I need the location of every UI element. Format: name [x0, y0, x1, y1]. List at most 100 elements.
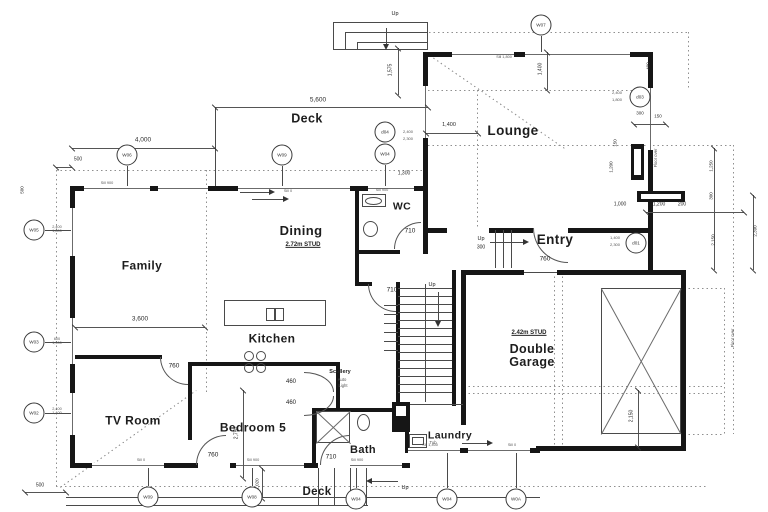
sill-laundry-window: Sill 1,400	[422, 443, 438, 448]
hob-burner	[256, 363, 266, 373]
arrow-head	[523, 239, 529, 245]
window-glass-line	[158, 188, 208, 189]
dimension-line	[398, 48, 399, 95]
window-tag-w08: W08	[241, 486, 263, 508]
dim-1200: 1,200	[652, 201, 666, 208]
window-glass-line	[72, 393, 73, 435]
dim-2400-d03: 2,400	[611, 89, 623, 95]
line	[356, 468, 357, 488]
line	[127, 166, 128, 186]
dim-400: 400	[645, 62, 651, 70]
plumbing-fixture	[365, 197, 382, 205]
wall-segment	[461, 270, 466, 425]
dim-pair-w03: 600 1,900	[52, 337, 62, 345]
window-glass-line	[92, 465, 164, 466]
dim-1300: 1,300	[397, 170, 411, 177]
overhang-dashed-line	[477, 90, 478, 228]
floor-over-note-1: Floor over	[652, 148, 658, 168]
door-swing-arc	[160, 357, 188, 385]
up-label-top-steps: Up	[391, 11, 399, 18]
dimension-line	[262, 468, 263, 498]
direction-arrow	[438, 292, 439, 322]
door-tag-d01: d01	[625, 232, 647, 254]
dim-150-b: 150	[612, 139, 618, 147]
line	[541, 36, 542, 52]
line	[384, 323, 398, 324]
window-tag-w05: W05	[23, 219, 45, 241]
line	[516, 453, 517, 488]
dimension-line	[75, 327, 205, 328]
window-tag-w0a: W0A	[505, 488, 527, 510]
dim-2150-right: 2,150	[710, 234, 716, 246]
window-glass-line	[72, 318, 73, 364]
line	[45, 230, 71, 231]
wall-segment	[355, 250, 359, 286]
dim-1400-lounge-v: 1,400	[537, 62, 544, 76]
line	[318, 468, 319, 505]
dim-2390: 2,390	[752, 225, 758, 237]
overhang-dashed-line	[562, 272, 563, 446]
arrow-head	[283, 196, 289, 202]
door-size-wc: 710	[404, 227, 416, 235]
direction-arrow	[462, 443, 488, 444]
dimension-line	[215, 107, 428, 108]
dim-200: 200	[677, 201, 687, 208]
door-size-scullery-1: 460	[285, 378, 297, 385]
wall-segment	[355, 250, 400, 254]
door-swing-arc	[394, 222, 421, 249]
room-label-dining: Dining	[279, 223, 323, 239]
masonry-inset	[634, 149, 641, 175]
dim-500-upper-left: 500	[19, 186, 25, 194]
line	[384, 341, 398, 342]
overhang-dashed-line	[428, 90, 648, 91]
window-tag-w09: W09	[137, 486, 159, 508]
shower-box	[316, 411, 350, 443]
sill-wc-window: Sill 900	[375, 188, 389, 193]
door-size-bedroom5: 760	[207, 451, 219, 459]
line	[384, 332, 398, 333]
overhang-dashed-line	[684, 434, 724, 435]
sill-bedroom5-window: Sill 900	[246, 458, 260, 463]
dim-1250: 1,250	[708, 160, 714, 172]
wall-segment	[336, 362, 340, 412]
window-glass-line	[238, 188, 350, 189]
line	[524, 272, 557, 273]
line	[366, 468, 367, 505]
line	[45, 413, 71, 414]
line	[495, 230, 496, 268]
dimension-line	[634, 124, 666, 125]
overhang-dashed-line	[724, 288, 725, 434]
sill-family-window: Sill 900	[100, 181, 114, 186]
island-sink	[266, 308, 275, 321]
stud-note-garage: 2.42m STUD	[511, 329, 547, 336]
door-size-entry: 760	[539, 255, 551, 263]
room-label-family: Family	[121, 258, 163, 273]
wall-segment	[536, 446, 686, 451]
door-size-bath: 710	[325, 453, 337, 461]
dim-5600: 5,600	[309, 96, 327, 104]
roof-dashed-diagonal	[60, 390, 197, 488]
window-tag-w02: W02	[23, 402, 45, 424]
deck-steps	[357, 42, 428, 50]
dim-500-left: 500	[73, 156, 83, 163]
window-tag-w04: W04	[345, 488, 367, 510]
scullery-light-label: Light	[338, 382, 348, 388]
line	[425, 284, 426, 402]
dim-2750: 2,750	[233, 426, 240, 440]
dimension-line	[243, 390, 244, 478]
masonry-inset	[641, 194, 681, 199]
door-size-stairs: 710	[386, 286, 398, 294]
wall-segment	[681, 270, 686, 451]
wall-segment	[70, 355, 162, 359]
window-tag-w09: W09	[271, 144, 293, 166]
dim-2400-wc: 2,400	[402, 128, 414, 134]
overhang-dashed-line	[684, 288, 724, 289]
masonry-inset	[396, 406, 406, 416]
wall-segment	[336, 408, 400, 412]
laundry-tub	[409, 434, 427, 448]
wall-segment	[452, 270, 456, 406]
line	[45, 342, 71, 343]
scullery-auto-label: Auto	[337, 376, 347, 382]
room-label-scullery: Scullery	[329, 369, 351, 376]
wall-segment	[423, 52, 428, 254]
